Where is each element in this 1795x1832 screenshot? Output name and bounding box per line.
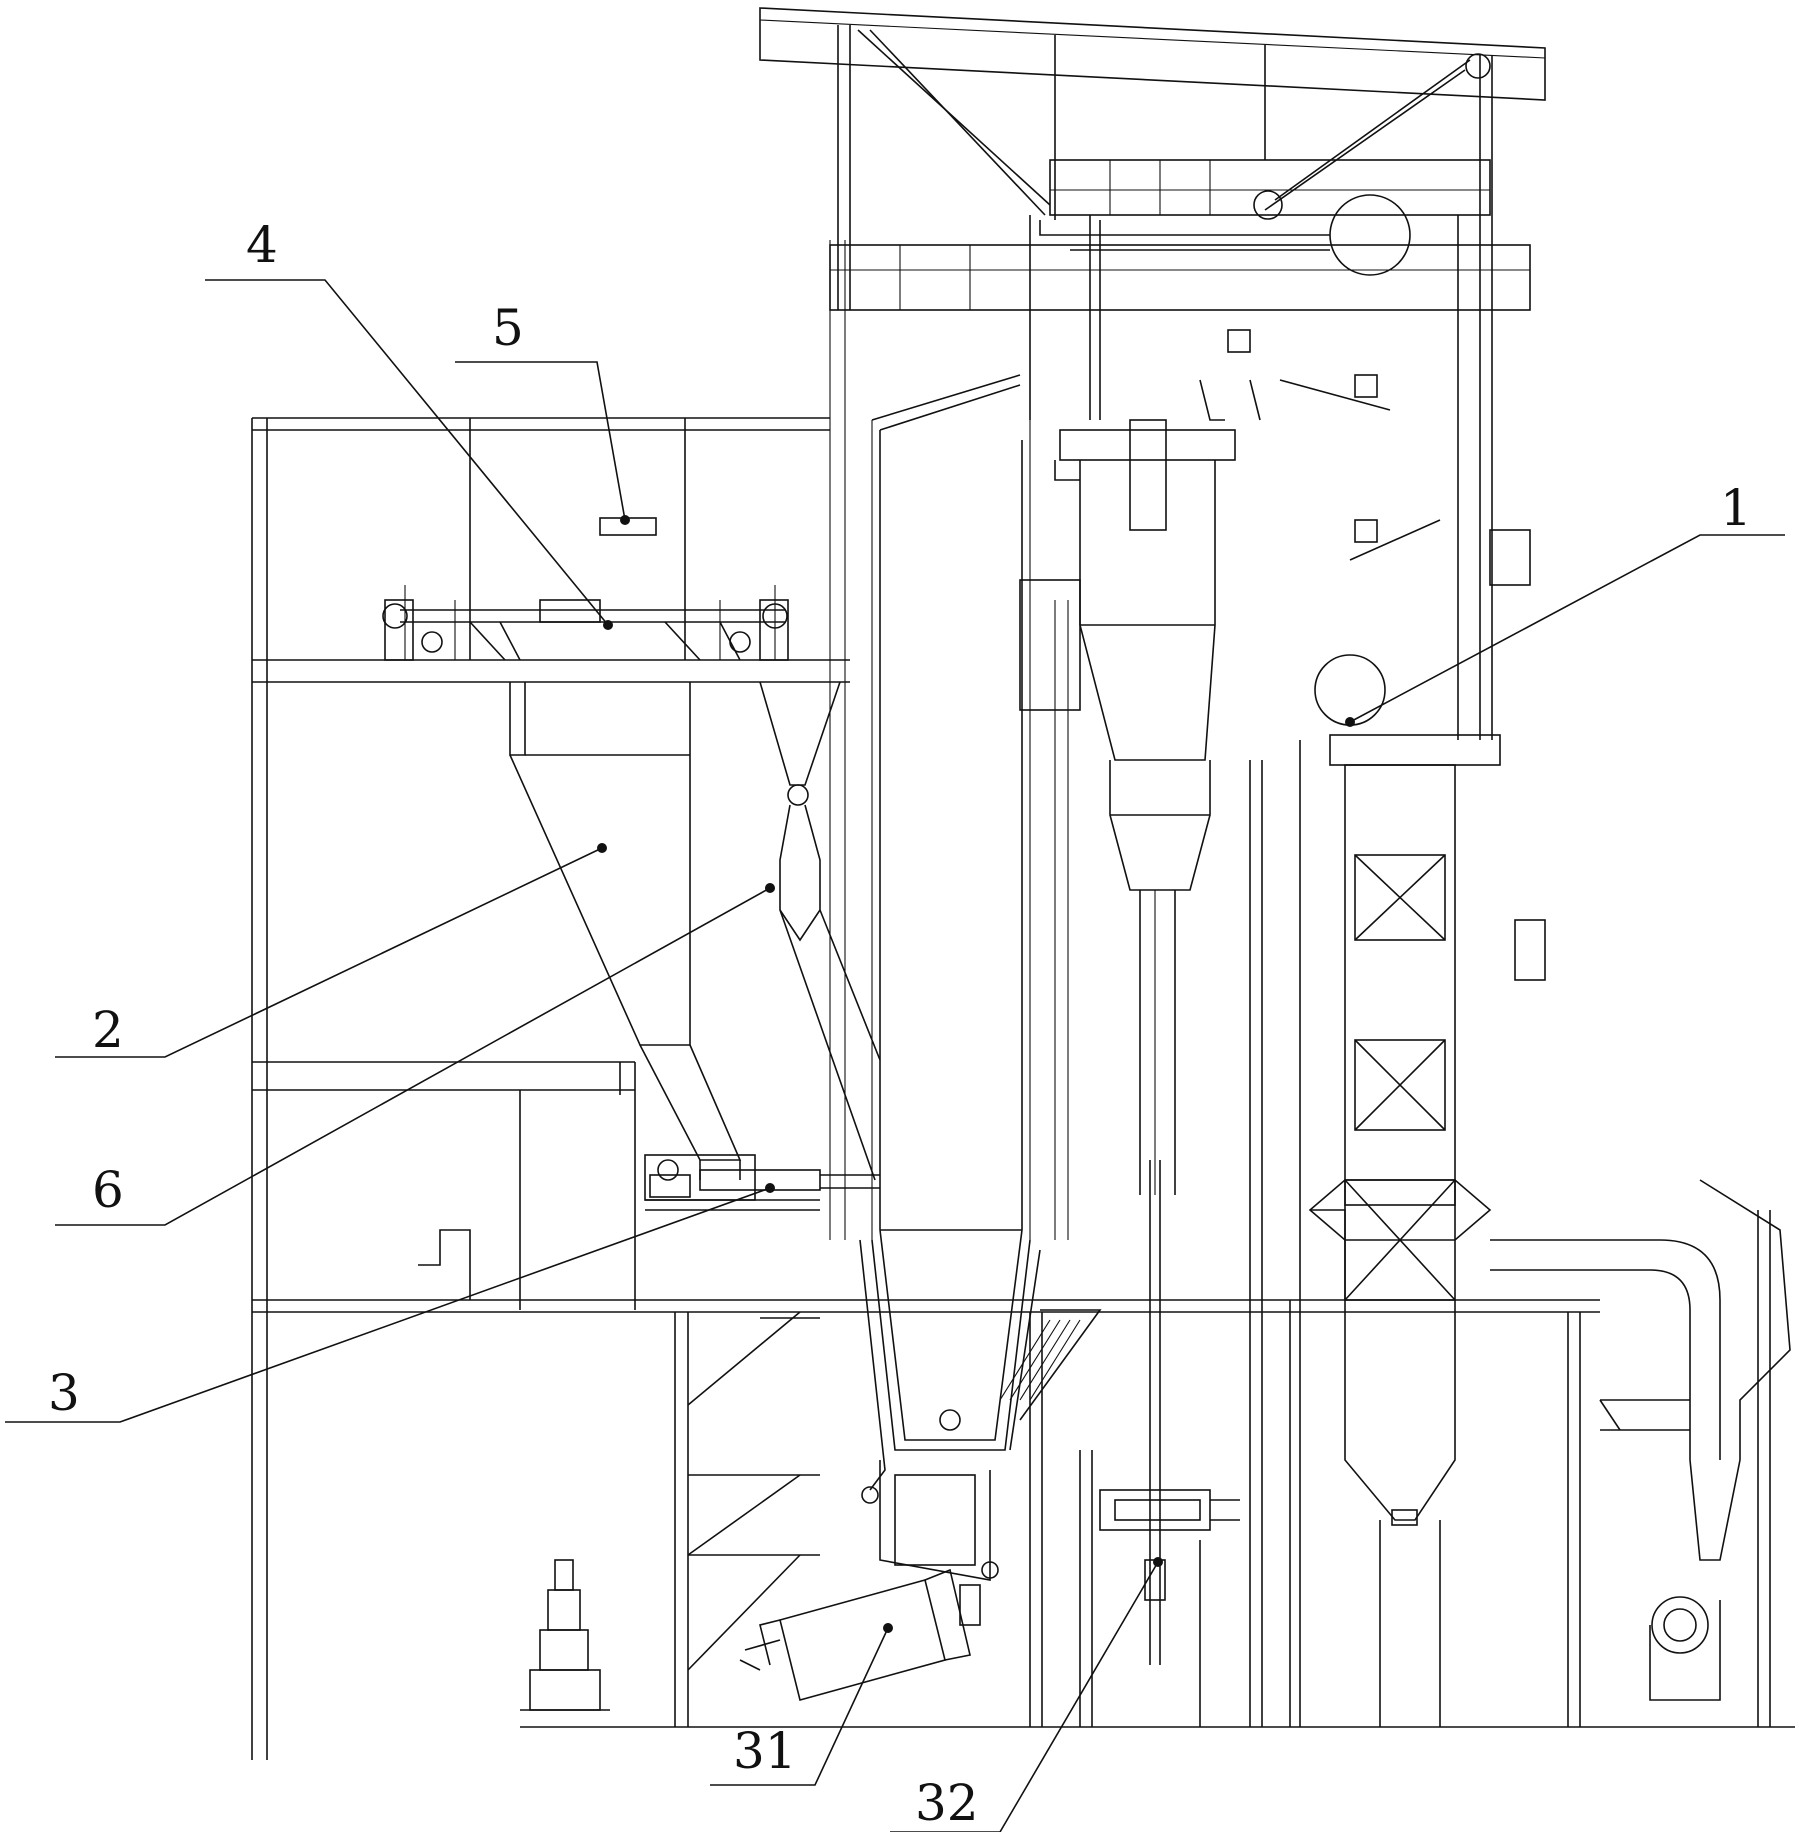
part-3-feeder [644,1154,880,1211]
callout-2: 2 [92,1001,124,1059]
part-31-bottom-device [739,1568,981,1701]
part-4-belt-conveyor [382,585,789,661]
leader-dots [597,515,1355,1633]
convection-housing [1029,215,1531,740]
lower-support-structure [1029,740,1441,1727]
leader-lines [5,279,1785,1832]
furnace-body [829,240,1069,1491]
part-32-vertical-device [1099,1160,1240,1665]
callout-3: 3 [48,1364,80,1422]
top-roof-structure [759,7,1546,740]
callout-6: 6 [92,1161,124,1219]
left-steel-frame [251,417,1600,1760]
part-6-chute [759,681,881,1181]
callout-4: 4 [246,216,278,274]
callout-1: 1 [1720,479,1752,537]
callout-31: 31 [733,1722,797,1780]
part-1-drum-and-preheater [1308,654,1546,1526]
furnace-bottom-section [861,1309,1102,1581]
cyclone-separator [1019,419,1236,1195]
flue-duct-and-fan [1490,1179,1791,1727]
pump-motor-bottom-left [520,1559,610,1711]
callout-5: 5 [492,299,524,357]
part-2-fuel-bunker [509,682,742,1180]
callout-32: 32 [915,1774,979,1832]
